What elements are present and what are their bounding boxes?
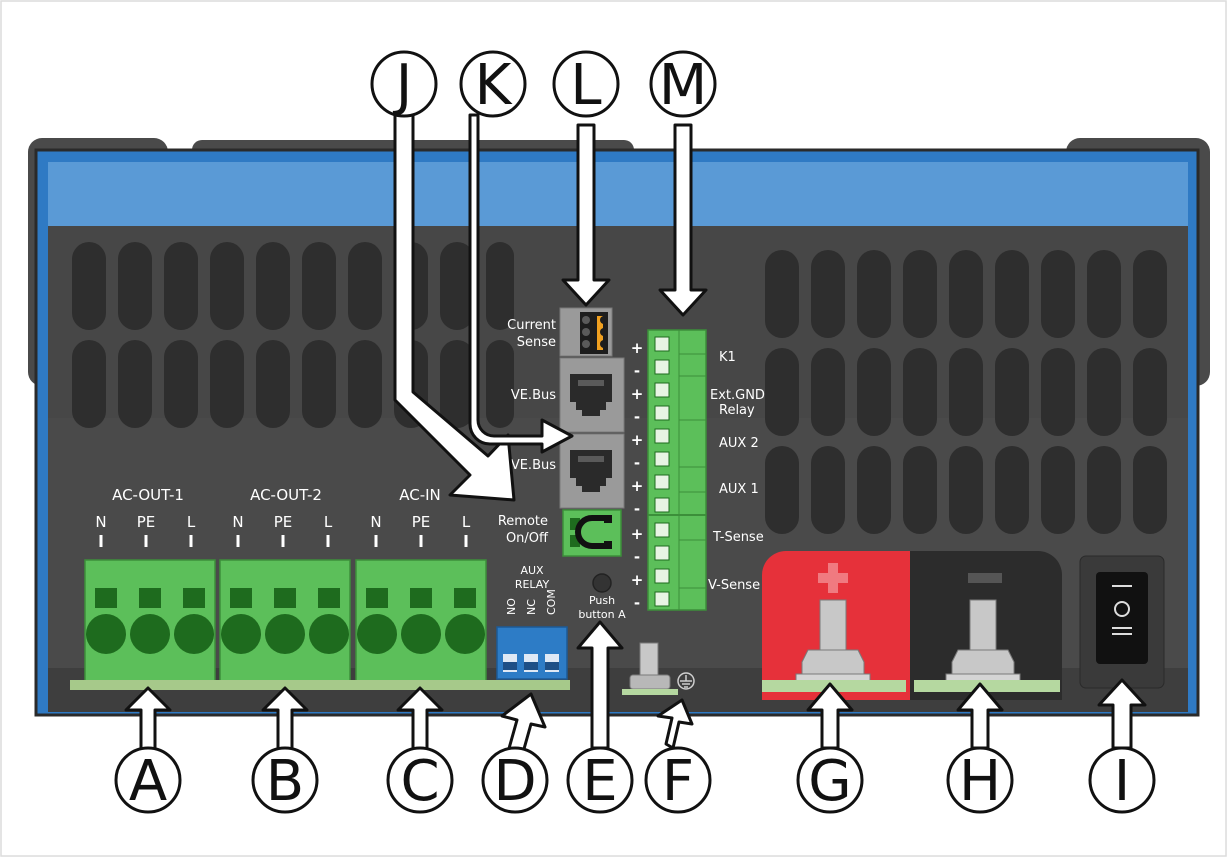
pin-label-pe: PE — [274, 513, 293, 531]
ac-in-terminal-block — [355, 559, 487, 683]
push-button-label-1: Push — [589, 594, 615, 607]
ac-group-ac-out-1: AC-OUT-1 N PE L — [95, 486, 196, 547]
aux-relay-title-2: RELAY — [515, 578, 550, 591]
callout-arrows — [124, 113, 1147, 758]
remote-label-2: On/Off — [506, 531, 549, 546]
sign-12: - — [634, 594, 640, 612]
sign-4: - — [634, 408, 640, 426]
power-off-icon — [1114, 601, 1130, 617]
callout-d: D — [493, 749, 536, 814]
push-button-a: Push button A — [578, 573, 626, 621]
ve-bus-1-label: VE.Bus — [511, 388, 556, 403]
terminal-base-strip — [70, 680, 570, 690]
callout-g: G — [808, 749, 851, 814]
pin-label-l: L — [324, 513, 333, 531]
callout-l: L — [570, 53, 601, 118]
current-sense-connector: Current Sense — [507, 307, 613, 357]
ventilation-slots-left — [72, 242, 514, 428]
sign-10: - — [634, 548, 640, 566]
terminal-function-labels: K1 Ext.GND Relay AUX 2 AUX 1 T-Sense V-S… — [708, 350, 765, 593]
ac-group-ac-in: AC-IN N PE L — [370, 486, 471, 547]
ve-bus-port-1: VE.Bus — [511, 357, 625, 433]
power-switch — [1079, 555, 1165, 689]
sign-11: + — [631, 571, 644, 589]
minus-symbol-icon — [968, 573, 1002, 583]
terminal-polarity-signs: + - + - + - + - + - + - — [631, 339, 644, 612]
pin-label-n: N — [232, 513, 243, 531]
sign-3: + — [631, 385, 644, 403]
callout-j: J — [393, 53, 413, 118]
sign-5: + — [631, 431, 644, 449]
remote-on-off-connector: Remote On/Off — [498, 509, 622, 557]
ac-out-2-terminal-block — [219, 559, 351, 683]
sign-1: + — [631, 339, 644, 357]
ve-bus-port-2: VE.Bus — [511, 433, 625, 509]
pin-label-pe: PE — [137, 513, 156, 531]
current-sense-label-1: Current — [507, 318, 556, 333]
sign-8: - — [634, 500, 640, 518]
aux-relay-pin-com: COM — [545, 589, 558, 615]
callout-i: I — [1114, 749, 1131, 814]
sign-6: - — [634, 454, 640, 472]
aux-relay-pin-nc: NC — [525, 599, 538, 615]
ac-group-title: AC-OUT-2 — [250, 486, 322, 504]
sign-7: + — [631, 477, 644, 495]
ac-group-title: AC-IN — [399, 486, 441, 504]
current-sense-label-2: Sense — [517, 335, 556, 350]
label-v-sense: V-Sense — [708, 578, 760, 593]
sign-9: + — [631, 525, 644, 543]
pin-label-n: N — [95, 513, 106, 531]
push-button-label-2: button A — [578, 608, 626, 621]
callout-m: M — [659, 53, 707, 118]
aux-relay-title-1: AUX — [520, 564, 544, 577]
label-relay: Relay — [719, 403, 755, 418]
callout-letters: A B C D E F G H I J K L M — [129, 53, 1130, 814]
dc-positive-terminal — [762, 551, 910, 700]
pin-label-pe: PE — [412, 513, 431, 531]
label-aux-1: AUX 1 — [719, 482, 759, 497]
ac-group-ac-out-2: AC-OUT-2 N PE L — [232, 486, 333, 547]
pin-label-l: L — [462, 513, 471, 531]
callout-a: A — [129, 749, 167, 814]
label-t-sense: T-Sense — [712, 530, 764, 545]
callout-b: B — [266, 749, 304, 814]
aux-relay: AUX RELAY NO NC COM — [496, 564, 568, 680]
callout-k: K — [475, 53, 513, 118]
label-k1: K1 — [719, 350, 736, 365]
plus-symbol-icon — [818, 563, 848, 593]
callout-h: H — [959, 749, 1001, 814]
callout-c: C — [400, 749, 439, 814]
callout-circles — [114, 50, 1156, 814]
push-button-a-cap — [592, 573, 612, 593]
pin-label-n: N — [370, 513, 381, 531]
label-ext-gnd: Ext.GND — [710, 388, 765, 403]
sign-2: - — [634, 362, 640, 380]
remote-label-1: Remote — [498, 514, 548, 529]
ve-bus-2-label: VE.Bus — [511, 458, 556, 473]
pin-label-l: L — [187, 513, 196, 531]
ac-out-1-terminal-block — [84, 559, 216, 683]
dc-negative-terminal — [910, 551, 1062, 700]
ground-stud — [622, 642, 695, 695]
ac-group-title: AC-OUT-1 — [112, 486, 184, 504]
label-aux-2: AUX 2 — [719, 436, 759, 451]
callout-e: E — [582, 749, 617, 814]
multi-terminal-strip — [647, 329, 707, 611]
ventilation-slots-right — [765, 250, 1167, 534]
callout-f: F — [662, 749, 694, 814]
aux-relay-pin-no: NO — [505, 598, 518, 615]
ground-symbol-icon — [677, 672, 695, 690]
